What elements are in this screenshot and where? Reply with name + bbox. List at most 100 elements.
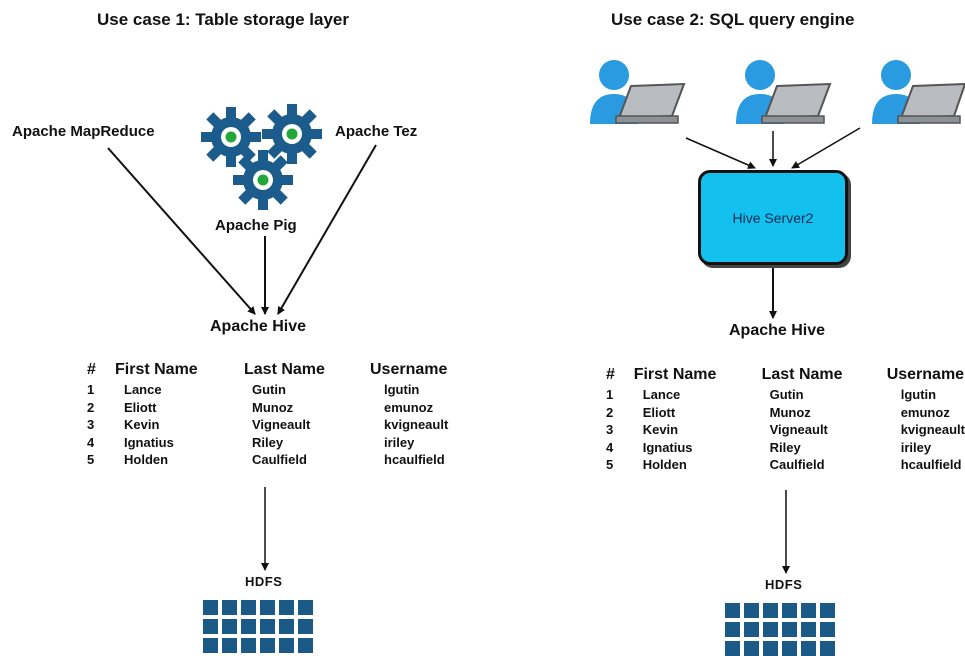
- hdfs-block-icon: [820, 641, 835, 656]
- hdfs-block-icon: [260, 638, 275, 653]
- cell-last-name: Riley: [769, 439, 801, 455]
- cell-first-name: Holden: [124, 452, 169, 467]
- hive-server2-box: Hive Server2: [698, 170, 848, 265]
- cell-num: 1: [87, 382, 95, 397]
- cell-first-name: Eliott: [124, 399, 157, 415]
- hdfs-block-icon: [222, 600, 237, 615]
- cell-last-name: Munoz: [769, 404, 811, 420]
- use-case-2-title: Use case 2: SQL query engine: [611, 10, 855, 29]
- table-header-row: # First Name Last Name Username: [606, 366, 965, 386]
- cell-num: 4: [87, 434, 95, 450]
- cell-num: 5: [606, 457, 614, 472]
- hdfs-block-icon: [725, 622, 740, 637]
- hdfs-block-icon: [203, 638, 218, 653]
- apache-hive-label-right: Apache Hive: [729, 322, 826, 339]
- users-table-right: # First Name Last Name Username 1 Lance Gu…: [606, 366, 965, 474]
- header-first-name: First Name: [633, 366, 717, 383]
- hdfs-block-icon: [782, 641, 797, 656]
- pig-label: Apache Pig: [215, 217, 297, 234]
- hdfs-blocks-left: [203, 600, 313, 653]
- cell-first-name: Lance: [124, 382, 162, 397]
- cell-first-name: Kevin: [642, 422, 679, 437]
- tez-to-hive-arrow: [277, 144, 377, 315]
- cell-num: 5: [87, 452, 95, 467]
- hdfs-block-icon: [763, 603, 778, 618]
- hdfs-block-icon: [222, 638, 237, 653]
- hdfs-block-icon: [725, 603, 740, 618]
- hdfs-block-icon: [744, 641, 759, 656]
- cell-username: lgutin: [384, 382, 420, 397]
- cell-last-name: Vigneault: [769, 422, 828, 437]
- header-last-name: Last Name: [761, 366, 843, 383]
- user-at-laptop-icon: [736, 60, 832, 124]
- cell-num: 2: [606, 404, 614, 420]
- mapreduce-label: Apache MapReduce: [12, 123, 155, 140]
- cell-num: 3: [606, 422, 614, 437]
- cell-username: iriley: [900, 439, 932, 455]
- cell-username: kvigneault: [384, 417, 449, 432]
- gears-icon: [201, 104, 322, 210]
- hdfs-block-icon: [744, 603, 759, 618]
- cell-username: emunoz: [900, 404, 950, 420]
- user3-to-server-arrow: [791, 127, 861, 169]
- apache-hive-label-left: Apache Hive: [210, 318, 307, 335]
- cell-username: emunoz: [384, 399, 434, 415]
- hdfs-block-icon: [279, 638, 294, 653]
- cell-num: 2: [87, 399, 95, 415]
- hdfs-block-icon: [241, 638, 256, 653]
- user-at-laptop-icon: [872, 60, 965, 124]
- header-last-name: Last Name: [244, 361, 325, 378]
- cell-last-name: Munoz: [252, 399, 294, 415]
- cell-num: 1: [606, 387, 614, 402]
- cell-num: 4: [606, 439, 614, 455]
- header-num: #: [606, 366, 615, 383]
- mapreduce-to-hive-arrow: [107, 147, 256, 315]
- hdfs-block-icon: [763, 641, 778, 656]
- hdfs-block-icon: [203, 619, 218, 634]
- cell-last-name: Gutin: [769, 387, 804, 402]
- cell-last-name: Caulfield: [252, 452, 307, 467]
- hdfs-block-icon: [222, 619, 237, 634]
- user1-to-server-arrow: [685, 137, 756, 169]
- hdfs-label-left: HDFS: [245, 574, 283, 589]
- table-row: 4 Ignatius Riley iriley: [606, 439, 965, 457]
- hdfs-block-icon: [820, 603, 835, 618]
- cell-username: iriley: [384, 434, 415, 450]
- cell-last-name: Caulfield: [769, 457, 825, 472]
- hdfs-block-icon: [782, 622, 797, 637]
- hdfs-block-icon: [298, 619, 313, 634]
- hive-server2-label: Hive Server2: [732, 209, 814, 226]
- hdfs-blocks-right: [725, 603, 835, 656]
- hdfs-block-icon: [820, 622, 835, 637]
- cell-first-name: Kevin: [124, 417, 160, 432]
- hdfs-block-icon: [203, 600, 218, 615]
- cell-last-name: Vigneault: [252, 417, 311, 432]
- hdfs-block-icon: [298, 638, 313, 653]
- hdfs-block-icon: [298, 600, 313, 615]
- header-first-name: First Name: [115, 361, 198, 378]
- user-at-laptop-icon: [590, 60, 686, 124]
- hdfs-block-icon: [801, 603, 816, 618]
- hdfs-block-icon: [279, 619, 294, 634]
- hdfs-block-icon: [260, 600, 275, 615]
- cell-username: hcaulfield: [900, 457, 962, 472]
- cell-username: lgutin: [900, 387, 937, 402]
- hdfs-block-icon: [782, 603, 797, 618]
- cell-first-name: Ignatius: [642, 439, 693, 455]
- cell-first-name: Ignatius: [124, 434, 174, 450]
- table-header-row: # First Name Last Name Username: [87, 361, 448, 381]
- hdfs-block-icon: [801, 641, 816, 656]
- hdfs-block-icon: [801, 622, 816, 637]
- tez-label: Apache Tez: [335, 123, 418, 140]
- table-row: 2 Eliott Munoz emunoz: [87, 399, 448, 417]
- header-username: Username: [886, 366, 965, 383]
- header-username: Username: [370, 361, 448, 378]
- cell-first-name: Lance: [642, 387, 681, 402]
